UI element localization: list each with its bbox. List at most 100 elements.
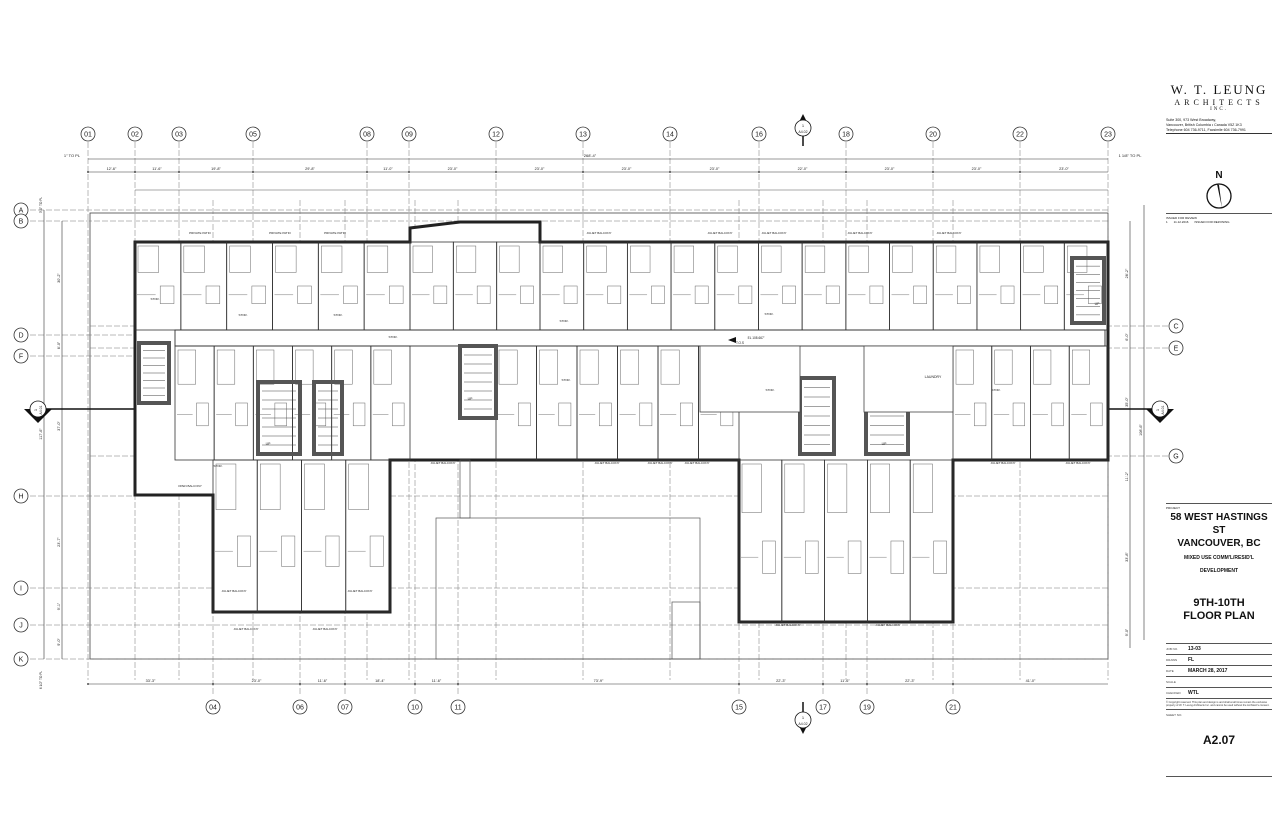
table-mark bbox=[957, 285, 971, 304]
juliet-balcony-label: JULIET BALCONY bbox=[312, 627, 337, 631]
juliet-balcony-label: JULIET BALCONY bbox=[233, 627, 258, 631]
grid-left-J-label: J bbox=[19, 623, 23, 630]
firm-logo: W. T. LEUNG ARCHITECTS INC. bbox=[1166, 82, 1272, 112]
grid-top-03-bubble bbox=[171, 126, 187, 142]
juliet-balcony-label: JULIET BALCONY bbox=[936, 231, 961, 235]
issue-desc: ISSUED FOR REZONING bbox=[1194, 220, 1230, 224]
stair-core bbox=[137, 341, 171, 405]
grid-bottom-19-label: 19 bbox=[863, 705, 871, 712]
firm-line2: ARCHITECTS bbox=[1174, 98, 1264, 107]
bed-mark bbox=[870, 463, 890, 513]
table-mark bbox=[825, 285, 840, 304]
dim-left-bottom-note: 6 1/2" TO PL bbox=[39, 671, 43, 689]
bed-mark bbox=[630, 245, 651, 273]
dim-tick bbox=[212, 683, 214, 685]
bed-mark bbox=[804, 245, 826, 273]
table-mark bbox=[325, 535, 340, 567]
bed-mark bbox=[366, 245, 389, 273]
juliet-balcony-label: JULIET BALCONY bbox=[775, 623, 800, 627]
dim-tick bbox=[758, 171, 760, 173]
grid-top-03-label: 03 bbox=[175, 132, 183, 139]
storage-label: STOR. bbox=[333, 313, 342, 317]
bed-mark bbox=[673, 245, 694, 273]
dim-left: 30'-2" bbox=[57, 273, 61, 283]
stair-core bbox=[256, 380, 302, 456]
grid-bottom-04-bubble bbox=[205, 699, 221, 715]
dim-bottom: 33'-3" bbox=[146, 679, 156, 683]
juliet-balcony-label: JULIET BALCONY bbox=[586, 231, 611, 235]
grid-top-18-label: 18 bbox=[842, 132, 850, 139]
bed-mark bbox=[499, 245, 520, 273]
table-mark bbox=[274, 402, 287, 427]
dim-top-overall: 268'-4" bbox=[584, 153, 597, 158]
storage-label: STOR. bbox=[150, 297, 159, 301]
bed-mark bbox=[586, 245, 607, 273]
grid-top-20-label: 20 bbox=[929, 132, 937, 139]
grid-top-05-bubble bbox=[245, 126, 261, 142]
grid-top-08-bubble bbox=[359, 126, 375, 142]
info-value: MARCH 28, 2017 bbox=[1188, 668, 1228, 674]
table-mark bbox=[1012, 402, 1025, 427]
grid-left-A-label: A bbox=[19, 208, 24, 215]
grid-top-18-bubble bbox=[838, 126, 854, 142]
info-key: JOB NO. bbox=[1166, 647, 1179, 651]
bed-mark bbox=[304, 463, 325, 510]
info-key: SCALE bbox=[1166, 680, 1176, 684]
grid-right-C-bubble bbox=[1168, 318, 1184, 334]
table-mark bbox=[805, 540, 819, 574]
info-key: DATE bbox=[1166, 669, 1174, 673]
north-label: N bbox=[1215, 170, 1223, 181]
project-address: 58 WEST HASTINGS ST bbox=[1170, 512, 1268, 536]
project-label: PROJECT bbox=[1166, 503, 1272, 510]
bed-mark bbox=[215, 463, 237, 510]
bed-mark bbox=[183, 245, 205, 273]
table-mark bbox=[869, 285, 884, 304]
info-key: CHECKED bbox=[1166, 691, 1181, 695]
bed-mark bbox=[137, 245, 159, 273]
address-line: Suite 300, 973 West Broadway, bbox=[1166, 118, 1217, 122]
bed-mark bbox=[542, 245, 563, 273]
grid-top-09-label: 09 bbox=[405, 132, 413, 139]
wall-outline bbox=[459, 459, 471, 519]
bed-mark bbox=[260, 463, 281, 510]
dim-tick bbox=[669, 171, 671, 173]
dim-bottom: 73'-9" bbox=[594, 679, 604, 683]
dim-tick bbox=[87, 683, 89, 685]
dim-tick bbox=[178, 171, 180, 173]
dim-tick bbox=[822, 683, 824, 685]
grid-top-16-label: 16 bbox=[755, 132, 763, 139]
bed-mark bbox=[827, 463, 848, 513]
dim-tick bbox=[87, 171, 89, 173]
dim-left-top-note: 3'-0" TO PL bbox=[39, 197, 43, 214]
grid-left-B-label: B bbox=[19, 219, 24, 226]
north-arrow-icon bbox=[1206, 183, 1232, 209]
project-name: 58 WEST HASTINGS ST VANCOUVER, BC bbox=[1166, 511, 1272, 550]
bed-mark bbox=[498, 349, 518, 385]
bed-mark bbox=[935, 245, 957, 273]
table-mark bbox=[352, 402, 366, 427]
dim-tick bbox=[952, 683, 954, 685]
grid-left-F-label: F bbox=[19, 354, 23, 361]
table-mark bbox=[890, 540, 905, 574]
table-mark bbox=[913, 285, 927, 304]
grid-bottom-15-bubble bbox=[731, 699, 747, 715]
table-mark bbox=[1051, 402, 1064, 427]
table-mark bbox=[235, 402, 248, 427]
info-row-job: JOB NO.13-03 bbox=[1166, 643, 1272, 654]
table-mark bbox=[251, 285, 266, 304]
bed-mark bbox=[177, 349, 196, 385]
bed-mark bbox=[295, 349, 314, 385]
stair-core bbox=[1070, 256, 1106, 325]
info-value: FL bbox=[1188, 657, 1195, 663]
storage-label: STOR. bbox=[764, 312, 773, 316]
dim-top-right-note: 1 1/8" TO PL bbox=[1119, 153, 1143, 158]
table-mark bbox=[680, 402, 693, 427]
issue-date: 11.12.2016 bbox=[1173, 220, 1189, 224]
table-mark bbox=[782, 285, 796, 304]
grid-top-13-label: 13 bbox=[579, 132, 587, 139]
dim-top: 23'-0" bbox=[972, 167, 982, 171]
dim-tick bbox=[414, 683, 416, 685]
grid-left-D-bubble bbox=[13, 327, 29, 343]
